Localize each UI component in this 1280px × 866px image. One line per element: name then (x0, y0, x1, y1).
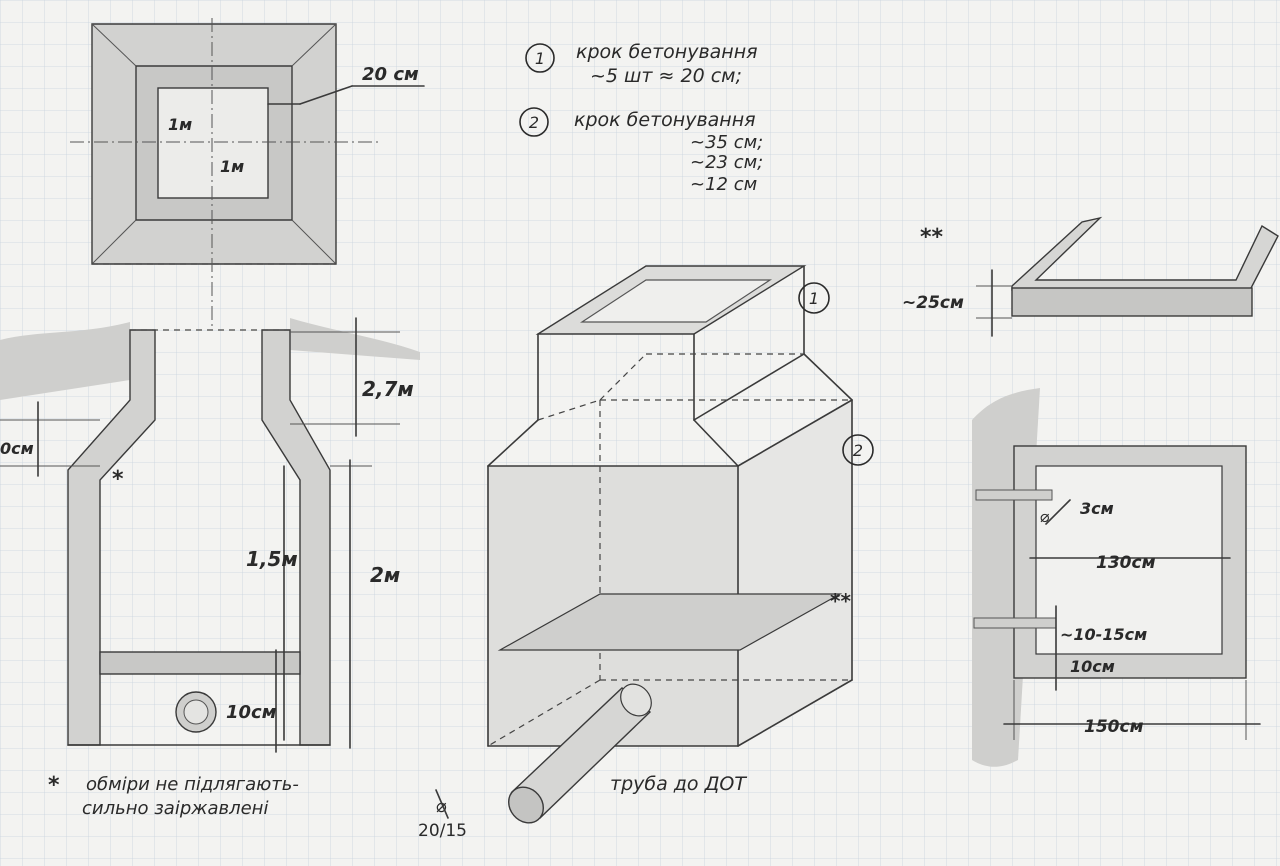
frame-rod-diameter-label: 3см (1080, 499, 1114, 518)
note-2-circle (519, 107, 549, 137)
iso-callout-2: 2 (853, 441, 863, 460)
iso-callout-1: 1 (809, 289, 819, 308)
section-shoulder-label: 0см (0, 439, 34, 458)
isometric-view: 1 2 ** труба до ДОТ ⌀ 20/15 (418, 265, 874, 841)
footnote-marker: * (48, 773, 60, 798)
channel-front (1011, 287, 1253, 317)
footnote-line-1: обміри не підлягають- (86, 774, 299, 795)
concreting-notes: 1 крок бетонування ~5 шт ≈ 20 см; 2 крок… (519, 41, 763, 195)
footnote: * обміри не підлягають- сильно заіржавле… (48, 773, 299, 819)
frame-diameter-symbol: ⌀ (1040, 507, 1050, 526)
detail-frame: ⌀ 3см 130см ~10-15см 10см 150см (972, 388, 1261, 767)
channel-marker: ** (920, 225, 944, 250)
plan-wall-thickness-label: 20 см (362, 64, 419, 85)
note-2-detail-1: ~35 см; (690, 132, 763, 153)
note-1-circle (525, 43, 555, 73)
section-total-height-label: 2м (370, 563, 400, 587)
frame-outer-width-label: 150см (1084, 717, 1144, 737)
iso-floor-slab (497, 593, 843, 651)
iso-pipe-size-label: 20/15 (418, 821, 467, 841)
section-neck-height-label: 2,7м (362, 377, 414, 401)
note-2-title: крок бетонування (574, 109, 756, 131)
iso-pipe-label: труба до ДОТ (610, 773, 747, 795)
note-1-detail: ~5 шт ≈ 20 см; (590, 65, 742, 87)
frame-inner-width-label: 130см (1096, 553, 1156, 573)
section-floor-slab (99, 651, 301, 675)
section-view: 2,7м 0см 1,5м 2м 10см * (0, 317, 420, 753)
iso-marker: ** (830, 589, 851, 613)
note-1-title: крок бетонування (576, 41, 758, 63)
note-2-detail-2: ~23 см; (690, 152, 763, 173)
plan-view: 20 см 1м 1м (70, 18, 425, 330)
footnote-line-2: сильно заіржавлені (82, 798, 268, 819)
plan-opening (157, 87, 269, 199)
channel-height-label: ~25см (902, 293, 964, 313)
plan-inner-length-label: 1м (220, 157, 244, 176)
frame-rod-spacing-label: ~10-15см (1060, 625, 1147, 644)
section-floor-thickness-label: 10см (226, 702, 277, 723)
note-2-detail-3: ~12 см (690, 174, 757, 195)
iso-pipe (507, 683, 652, 824)
plan-inner-width-label: 1м (168, 115, 192, 134)
note-1-number: 1 (535, 49, 545, 68)
iso-callout-1-circle (798, 282, 830, 314)
note-2-number: 2 (529, 113, 539, 132)
iso-callout-2-circle (842, 434, 874, 466)
detail-channel: ** ~25см (902, 216, 1279, 337)
frame-inner (1035, 465, 1223, 655)
section-inner-height-label: 1,5м (246, 547, 298, 571)
frame-bottom-offset-label: 10см (1070, 657, 1115, 676)
section-marker: * (112, 467, 124, 492)
iso-pipe-diameter-symbol: ⌀ (436, 796, 447, 817)
